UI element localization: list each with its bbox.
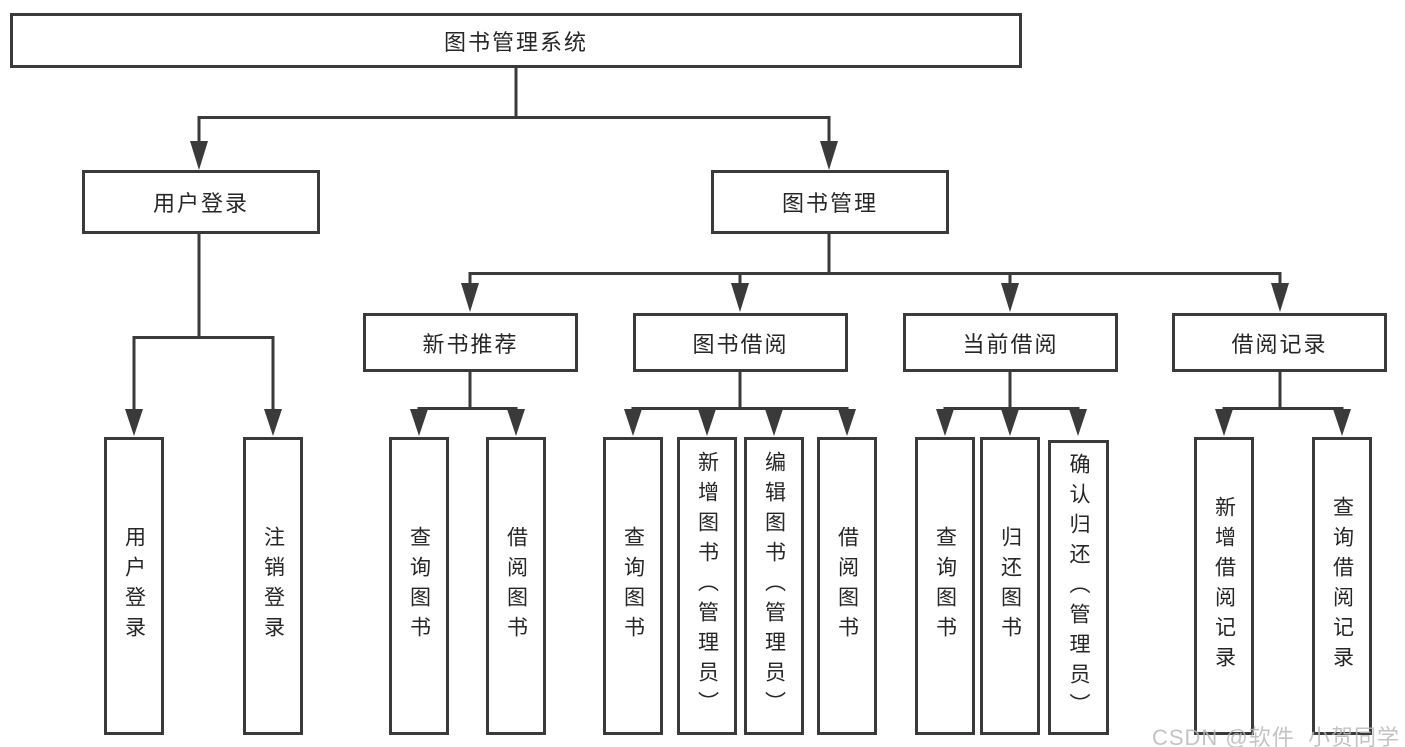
arrowhead-user-login (190, 141, 208, 170)
node-new-book-recommendation: 新书推荐 (363, 313, 578, 372)
arrowhead-leaf-login-1 (125, 409, 143, 436)
arrowhead-leaf-records-1 (1215, 409, 1233, 436)
node-library-management-system: 图书管理系统 (10, 13, 1022, 68)
arrowhead-leaf-borrowing-3 (765, 409, 783, 436)
node-book-borrowing: 图书借阅 (633, 313, 848, 372)
connector-records-rail (1222, 407, 1344, 413)
arrowhead-leaf-borrowing-1 (624, 409, 642, 436)
node-user-login: 用户登录 (82, 170, 320, 234)
connector-borrowing-rail (631, 407, 849, 413)
arrowhead-leaf-newbooks-1 (410, 409, 428, 436)
connector-level2-rail (197, 116, 831, 148)
leaf-add-borrow-record: 新增借阅记录 (1194, 437, 1254, 735)
arrowhead-book-mgmt (820, 141, 838, 170)
arrowhead-leaf-login-2 (264, 409, 282, 436)
leaf-user-login: 用户登录 (104, 437, 164, 735)
arrowhead-leaf-current-3 (1069, 409, 1087, 436)
arrowhead-borrowing (731, 283, 749, 312)
leaf-add-books-admin: 新增图书（管理员） (677, 437, 737, 735)
leaf-query-books-current: 查询图书 (915, 437, 975, 735)
leaf-return-books: 归还图书 (980, 437, 1040, 735)
arrowhead-leaf-current-2 (1001, 409, 1019, 436)
arrowhead-leaf-current-1 (936, 409, 954, 436)
leaf-edit-books-admin: 编辑图书（管理员） (744, 437, 804, 735)
arrowhead-new-books (461, 283, 479, 312)
node-current-borrowing: 当前借阅 (903, 313, 1118, 372)
connector-newbooks-rail (417, 407, 518, 413)
connector-level3-rail (468, 272, 1282, 288)
connector-login-rail (132, 336, 275, 414)
arrowhead-current (1001, 283, 1019, 312)
leaf-query-books-borrowing: 查询图书 (603, 437, 663, 735)
arrowhead-leaf-borrowing-2 (698, 409, 716, 436)
arrowhead-leaf-records-2 (1333, 409, 1351, 436)
leaf-query-borrow-record: 查询借阅记录 (1312, 437, 1372, 735)
arrowhead-leaf-newbooks-2 (507, 409, 525, 436)
node-book-management: 图书管理 (711, 170, 949, 234)
leaf-borrow-books-newbooks: 借阅图书 (486, 437, 546, 735)
leaf-borrow-books: 借阅图书 (817, 437, 877, 735)
arrowhead-leaf-borrowing-4 (838, 409, 856, 436)
leaf-query-books-newbooks: 查询图书 (389, 437, 449, 735)
leaf-logout: 注销登录 (243, 437, 303, 735)
node-borrowing-records: 借阅记录 (1172, 313, 1387, 372)
leaf-confirm-return-admin: 确认归还（管理员） (1048, 440, 1109, 735)
arrowhead-records (1271, 283, 1289, 312)
